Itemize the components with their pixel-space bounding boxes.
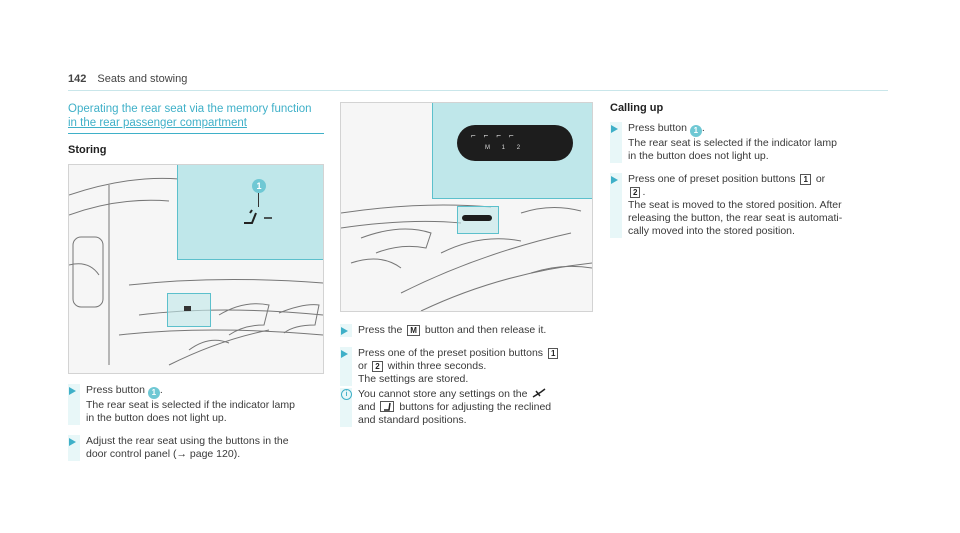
- page-xref-link[interactable]: page 120: [189, 448, 234, 460]
- panel-highlight-box: [457, 206, 499, 234]
- storing-step-4: Press one of the preset position buttons…: [340, 347, 593, 386]
- step-bar: [610, 173, 622, 238]
- column-1: Operating the rear seat via the memory f…: [68, 102, 324, 461]
- step-text: .: [642, 186, 646, 198]
- step-text: in the button does not light up.: [628, 150, 769, 162]
- step-text: The rear seat is selected if the indicat…: [86, 399, 295, 411]
- note-text: and: [358, 401, 376, 413]
- step-text: Adjust the rear seat using the buttons i…: [86, 435, 289, 447]
- step-text: within three seconds.: [387, 360, 487, 372]
- arrow-icon: [69, 438, 76, 446]
- arrow-icon: [341, 327, 348, 335]
- note-text: and standard positions.: [358, 414, 467, 426]
- calling-up-heading: Calling up: [610, 102, 664, 114]
- step-text: Press button: [86, 384, 145, 396]
- step-text: cally moved into the stored position.: [628, 225, 795, 237]
- note-text: You cannot store any settings on the: [358, 388, 528, 400]
- door-panel-figure: 1: [68, 164, 324, 374]
- step-text: .: [159, 384, 163, 396]
- seat-memory-button-icon: [244, 209, 272, 224]
- header-divider: [68, 90, 888, 91]
- arrow-icon: [69, 387, 76, 395]
- step-text: in the button does not light up.: [86, 412, 227, 424]
- info-icon: i: [341, 389, 352, 400]
- column-3: Calling up Press button 1. The rear seat…: [610, 102, 880, 238]
- memory-button-panel: ⌐⌐⌐⌐ M 1 2: [457, 125, 573, 161]
- key-2: 2: [372, 361, 383, 372]
- storing-step-1: Press button 1. The rear seat is selecte…: [68, 384, 324, 425]
- section-name: Seats and stowing: [97, 73, 188, 85]
- step-text: Press one of preset position buttons: [628, 173, 796, 185]
- storing-step-2: Adjust the rear seat using the buttons i…: [68, 435, 324, 461]
- key-m: M: [407, 325, 420, 336]
- door-panel-illustration: [341, 204, 592, 311]
- panel-key-1: 1: [501, 145, 506, 151]
- xref-arrow-icon: →: [176, 448, 190, 460]
- panel-mini: [462, 215, 492, 221]
- key-2: 2: [630, 187, 641, 198]
- step-text: The seat is moved to the stored position…: [628, 199, 842, 211]
- arrow-icon: [611, 176, 618, 184]
- step-text: ).: [233, 448, 241, 460]
- callout-line: [258, 193, 259, 207]
- section-title-line1: Operating the rear seat via the memory f…: [68, 103, 312, 115]
- page-number: 142: [68, 73, 87, 85]
- column-2: ⌐⌐⌐⌐ M 1 2 Press the M button and then r…: [340, 102, 593, 427]
- key-1: 1: [800, 174, 811, 185]
- badge-1: 1: [689, 125, 702, 137]
- panel-icons: ⌐⌐⌐⌐: [471, 131, 522, 140]
- memory-panel-figure: ⌐⌐⌐⌐ M 1 2: [340, 102, 593, 312]
- note-text: buttons for adjusting the reclined: [399, 401, 552, 413]
- storing-step-3: Press the M button and then release it.: [340, 324, 593, 337]
- step-text: Press the: [358, 324, 403, 336]
- step-text: The settings are stored.: [358, 373, 469, 385]
- step-text: or: [815, 173, 826, 185]
- section-title-line2: in the rear passenger compartment: [68, 117, 247, 129]
- step-text: button and then release it.: [424, 324, 547, 336]
- button-dot: [184, 306, 191, 311]
- panel-key-labels: M 1 2: [485, 145, 565, 151]
- key-1: 1: [547, 348, 559, 359]
- arrow-icon: [611, 125, 618, 133]
- title-divider: [68, 133, 324, 134]
- callout-1: 1: [252, 179, 266, 193]
- seat-recline-icon: [533, 388, 546, 398]
- step-text: releasing the button, the rear seat is a…: [628, 212, 843, 224]
- step-text: Press button: [628, 122, 687, 134]
- badge-1: 1: [147, 387, 160, 399]
- storing-note: i You cannot store any settings on the a…: [340, 388, 593, 427]
- storing-heading: Storing: [68, 144, 107, 156]
- step-text: or: [358, 360, 368, 372]
- button-inset: 1: [177, 165, 323, 260]
- door-illustration: [69, 177, 323, 366]
- arrow-icon: [341, 350, 348, 358]
- panel-key-m: M: [485, 145, 490, 151]
- seat-upright-icon: [380, 401, 395, 412]
- page-header: 142 Seats and stowing: [68, 73, 187, 85]
- step-text: The rear seat is selected if the indicat…: [628, 137, 837, 149]
- memory-panel-inset: ⌐⌐⌐⌐ M 1 2: [432, 103, 592, 199]
- panel-key-2: 2: [516, 145, 521, 151]
- calling-up-step-2: Press one of preset position buttons 1 o…: [610, 173, 880, 238]
- section-title: Operating the rear seat via the memory f…: [68, 102, 324, 130]
- step-text: .: [701, 122, 705, 134]
- calling-up-step-1: Press button 1. The rear seat is selecte…: [610, 122, 880, 163]
- step-text: door control panel (: [86, 448, 177, 460]
- highlight-box: [167, 293, 211, 327]
- step-text: Press one of the preset position buttons: [358, 347, 544, 359]
